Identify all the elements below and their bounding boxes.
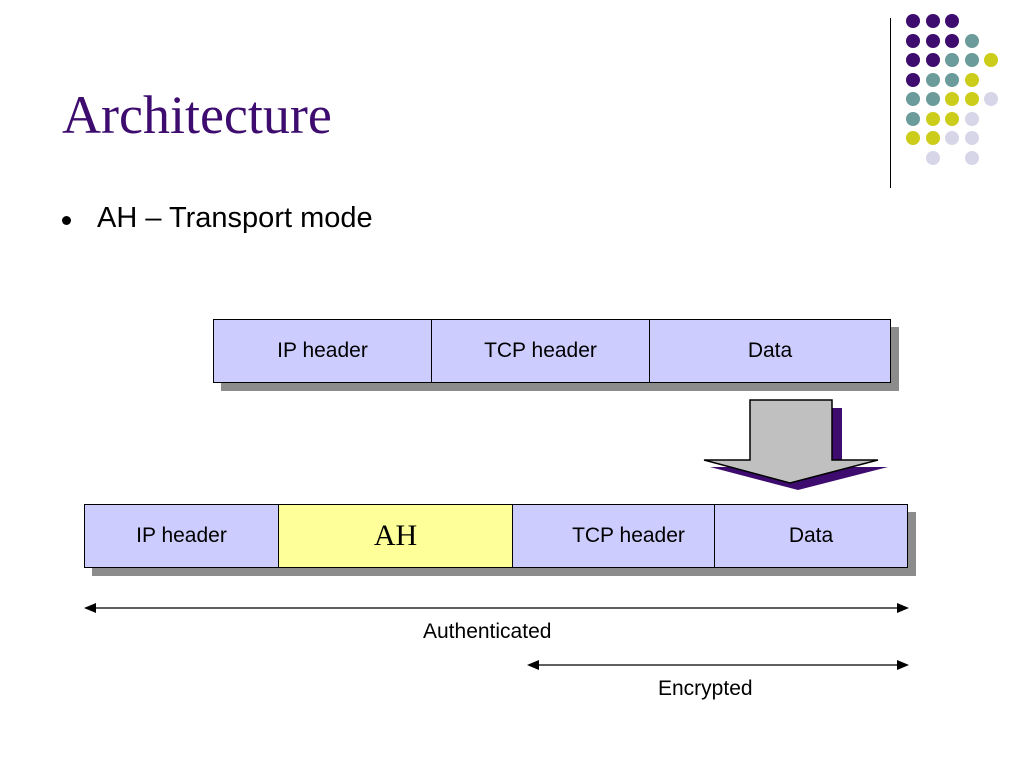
ah-data-segment: Data xyxy=(714,504,908,568)
decorative-dot xyxy=(964,92,979,106)
decorative-divider xyxy=(890,18,891,188)
segment-label: TCP header xyxy=(484,339,597,362)
decorative-dot xyxy=(964,111,979,126)
segment-label: TCP header xyxy=(572,524,685,547)
decorative-dot xyxy=(906,72,920,87)
decorative-dot xyxy=(925,33,940,48)
decorative-dot-grid xyxy=(906,14,1010,166)
decorative-dot xyxy=(945,131,959,145)
decorative-dot xyxy=(925,53,940,67)
decorative-dot xyxy=(945,14,959,28)
bullet-item: AH – Transport mode xyxy=(62,202,373,235)
segment-label: IP header xyxy=(277,339,368,362)
bullet-text: AH – Transport mode xyxy=(97,202,373,234)
original-packet-shadow-side xyxy=(891,327,899,391)
decorative-dot xyxy=(964,131,979,145)
decorative-dot xyxy=(964,150,979,165)
ah-header-segment: AH xyxy=(278,504,513,568)
authenticated-right-arrowhead-icon xyxy=(897,603,909,613)
segment-label: Data xyxy=(788,524,834,547)
segment-label: Data xyxy=(747,339,793,362)
bullet-icon xyxy=(62,216,71,225)
decorative-dot xyxy=(925,150,940,165)
decorative-dot xyxy=(906,131,920,145)
decorative-dot xyxy=(906,111,920,126)
transform-arrow-icon xyxy=(703,399,879,484)
ah-packet: IP header AH TCP header Data xyxy=(84,504,918,576)
segment-label: IP header xyxy=(136,524,227,547)
decorative-dot xyxy=(925,92,940,106)
authenticated-left-arrowhead-icon xyxy=(84,603,96,613)
segment-label: AH xyxy=(373,519,418,552)
original-packet-shadow xyxy=(221,383,899,391)
encrypted-label: Encrypted xyxy=(658,677,753,700)
decorative-dot xyxy=(945,53,959,67)
original-ip-header-segment: IP header xyxy=(213,319,432,383)
decorative-dot xyxy=(925,131,940,145)
decorative-dot xyxy=(964,53,979,67)
decorative-dot xyxy=(925,14,940,28)
decorative-dot xyxy=(945,33,959,48)
slide-title: Architecture xyxy=(62,85,332,145)
decorative-dot xyxy=(984,92,998,106)
decorative-dot xyxy=(945,111,959,126)
encrypted-left-arrowhead-icon xyxy=(527,660,539,670)
decorative-dot xyxy=(906,33,920,48)
decorative-dot xyxy=(945,72,959,87)
decorative-dot xyxy=(925,72,940,87)
ah-ip-header-segment: IP header xyxy=(84,504,279,568)
ah-packet-shadow-side xyxy=(908,512,916,576)
original-packet: IP header TCP header Data xyxy=(213,319,901,391)
authenticated-label: Authenticated xyxy=(423,620,552,643)
original-tcp-header-segment: TCP header xyxy=(431,319,650,383)
decorative-dot xyxy=(964,72,979,87)
decorative-dot xyxy=(906,14,920,28)
ah-tcp-header-segment: TCP header xyxy=(512,504,715,568)
decorative-dot xyxy=(906,53,920,67)
decorative-dot xyxy=(984,53,998,67)
decorative-dot xyxy=(964,33,979,48)
decorative-dot xyxy=(925,111,940,126)
decorative-dot xyxy=(945,92,959,106)
ah-packet-shadow xyxy=(92,568,916,576)
encrypted-right-arrowhead-icon xyxy=(897,660,909,670)
original-data-segment: Data xyxy=(649,319,891,383)
decorative-dot xyxy=(906,92,920,106)
